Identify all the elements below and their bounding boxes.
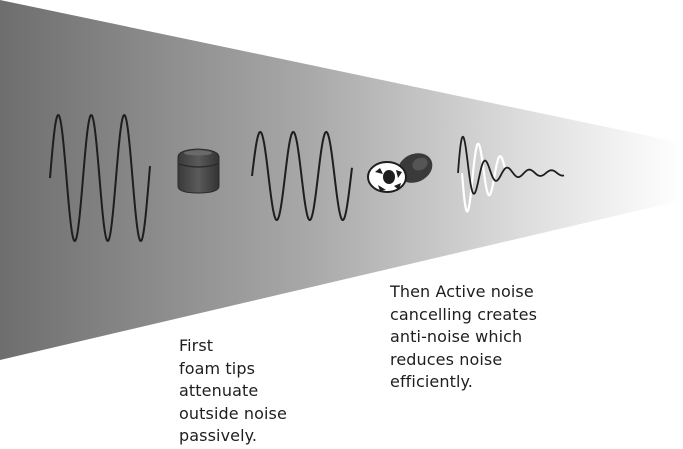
foam-tip-icon — [177, 148, 220, 194]
cancelled-noise-wave-icon — [457, 135, 565, 195]
caption-line: attenuate — [179, 381, 259, 400]
caption-line: reduces noise — [390, 349, 503, 369]
attenuated-wave-icon — [251, 131, 353, 221]
caption-line: outside noise — [179, 403, 287, 423]
caption-line: foam tips — [179, 358, 256, 378]
caption-line: Then Active noise — [390, 282, 534, 301]
noise-wave-icon — [49, 114, 151, 242]
caption-line: First — [179, 336, 214, 355]
caption-active-noise-cancelling: Then Active noise cancelling creates ant… — [390, 281, 610, 394]
anti-noise-wave-icon — [460, 142, 507, 213]
caption-line: anti-noise which — [390, 327, 523, 346]
caption-line: cancelling creates — [390, 304, 538, 324]
sound-beam — [0, 0, 683, 360]
earbud-icon — [367, 153, 433, 193]
caption-line: efficiently. — [390, 372, 473, 391]
caption-line: passively. — [179, 426, 258, 445]
caption-foam-tips: First foam tips attenuate outside noise … — [179, 335, 369, 448]
